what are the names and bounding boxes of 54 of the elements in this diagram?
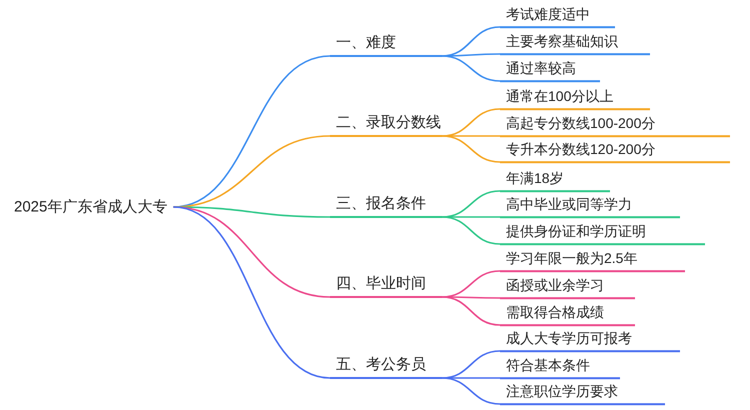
leaf-label: 需取得合格成绩 xyxy=(506,304,604,321)
leaf-topic xyxy=(500,277,635,299)
leaf-topic xyxy=(500,357,620,379)
leaf-label: 专升本分数线120-200分 xyxy=(506,141,656,158)
connector-line xyxy=(442,135,500,163)
leaf-label: 通过率较高 xyxy=(506,60,576,77)
leaf-label: 提供身份证和学历证明 xyxy=(506,223,646,240)
leaf-label: 考试难度适中 xyxy=(506,6,590,23)
branch-topic xyxy=(330,34,442,57)
leaf-label: 高起专分数线100-200分 xyxy=(506,115,656,132)
leaf-label: 学习年限一般为2.5年 xyxy=(506,250,638,267)
leaf-topic xyxy=(500,170,610,192)
connector-line xyxy=(442,216,500,218)
leaf-topic xyxy=(500,250,685,272)
leaf-topic xyxy=(500,88,650,110)
connector-line xyxy=(442,377,500,379)
leaf-label: 成人大专学历可报考 xyxy=(506,330,632,347)
root-topic: 2025年广东省成人大专 xyxy=(14,198,168,216)
leaf-topic xyxy=(500,383,665,405)
connector-line xyxy=(442,216,500,245)
branch-topic xyxy=(330,356,442,379)
leaf-topic xyxy=(500,60,600,82)
leaf-topic xyxy=(500,304,635,326)
leaf-label: 符合基本条件 xyxy=(506,357,590,374)
connector-line xyxy=(442,377,500,405)
branch-topic xyxy=(330,114,442,137)
branch-label: 五、考公务员 xyxy=(336,356,426,374)
leaf-label: 高中毕业或同等学力 xyxy=(506,196,632,213)
connector-line xyxy=(442,296,500,299)
connector-line xyxy=(173,206,330,379)
leaf-topic xyxy=(500,6,615,28)
connector-line xyxy=(442,55,500,82)
leaf-topic xyxy=(500,330,680,352)
leaf-label: 通常在100分以上 xyxy=(506,88,614,105)
branch-label: 二、录取分数线 xyxy=(336,114,441,132)
connector-line xyxy=(173,206,330,298)
connector-line xyxy=(442,53,500,57)
branch-label: 三、报名条件 xyxy=(336,195,426,213)
branch-label: 一、难度 xyxy=(336,34,396,52)
connector-line xyxy=(442,296,500,326)
leaf-label: 主要考察基础知识 xyxy=(506,33,618,50)
branch-label: 四、毕业时间 xyxy=(336,275,426,293)
leaf-topic xyxy=(500,33,650,55)
leaf-label: 年满18岁 xyxy=(506,170,564,187)
leaf-topic xyxy=(500,115,730,137)
connector-line xyxy=(442,135,500,137)
leaf-topic xyxy=(500,196,680,218)
leaf-label: 注意职位学历要求 xyxy=(506,383,618,400)
leaf-topic xyxy=(500,223,705,245)
branch-topic xyxy=(330,195,442,218)
branch-topic xyxy=(330,275,442,298)
connector-line xyxy=(173,206,330,218)
leaf-label: 函授或业余学习 xyxy=(506,277,604,294)
leaf-topic xyxy=(500,141,730,163)
